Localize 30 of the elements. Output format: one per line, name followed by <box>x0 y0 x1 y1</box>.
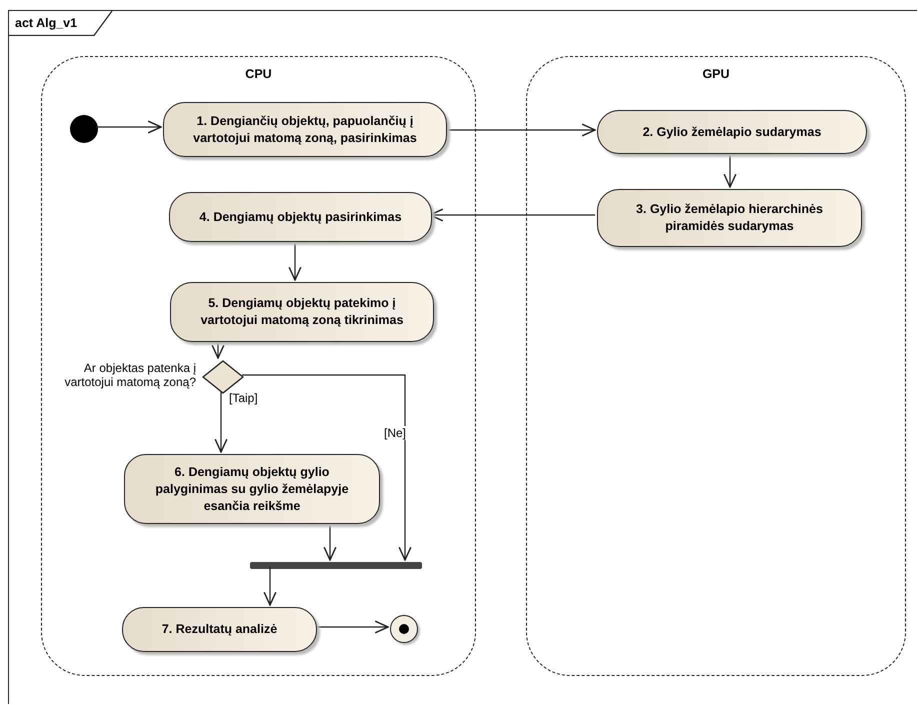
action-node: 2. Gylio žemėlapio sudarymas <box>597 110 867 154</box>
partition-label: GPU <box>702 67 730 81</box>
final-node <box>390 615 418 643</box>
action-node: 5. Dengiamų objektų patekimo į vartotojui matomą zoną tikrinimas <box>170 282 434 342</box>
control-flow-arrow <box>723 152 737 188</box>
control-flow-arrow <box>315 620 389 634</box>
action-node: 4. Dengiamų objektų pasirinkimas <box>169 192 432 242</box>
action-node: 3. Gylio žemėlapio hierarchinės piramidės sudarymas <box>597 189 862 247</box>
control-flow-arrow <box>288 240 302 281</box>
partition-label: CPU <box>245 67 272 81</box>
action-node: 6. Dengiamų objektų gylio palyginimas su gylio žemėlapyje esančia reikšme <box>124 454 380 524</box>
join-bar <box>250 562 422 569</box>
action-node: 7. Rezultatų analizė <box>122 607 317 652</box>
action-node: 1. Dengiančių objektų, papuolančių į vartotojui matomą zoną, pasirinkimas <box>163 102 447 157</box>
guard-question: Ar objektas patenka į vartotojui matomą zoną? <box>64 361 196 389</box>
guard-label: [Ne] <box>383 426 408 440</box>
diagram-frame <box>8 10 917 704</box>
swimlane-partition <box>526 56 906 676</box>
control-flow-arrow <box>323 522 337 561</box>
control-flow-arrow <box>242 374 412 561</box>
initial-node <box>70 115 98 143</box>
frame-title: act Alg_v1 <box>15 16 78 30</box>
control-flow-arrow <box>263 567 277 606</box>
swimlane-partition <box>41 56 476 676</box>
control-flow-arrow <box>214 392 228 453</box>
guard-label: [Taip] <box>228 391 259 405</box>
control-flow-arrow <box>445 123 596 137</box>
control-flow-arrow <box>96 120 162 134</box>
decision-diamond <box>202 360 244 394</box>
control-flow-arrow <box>211 340 225 359</box>
